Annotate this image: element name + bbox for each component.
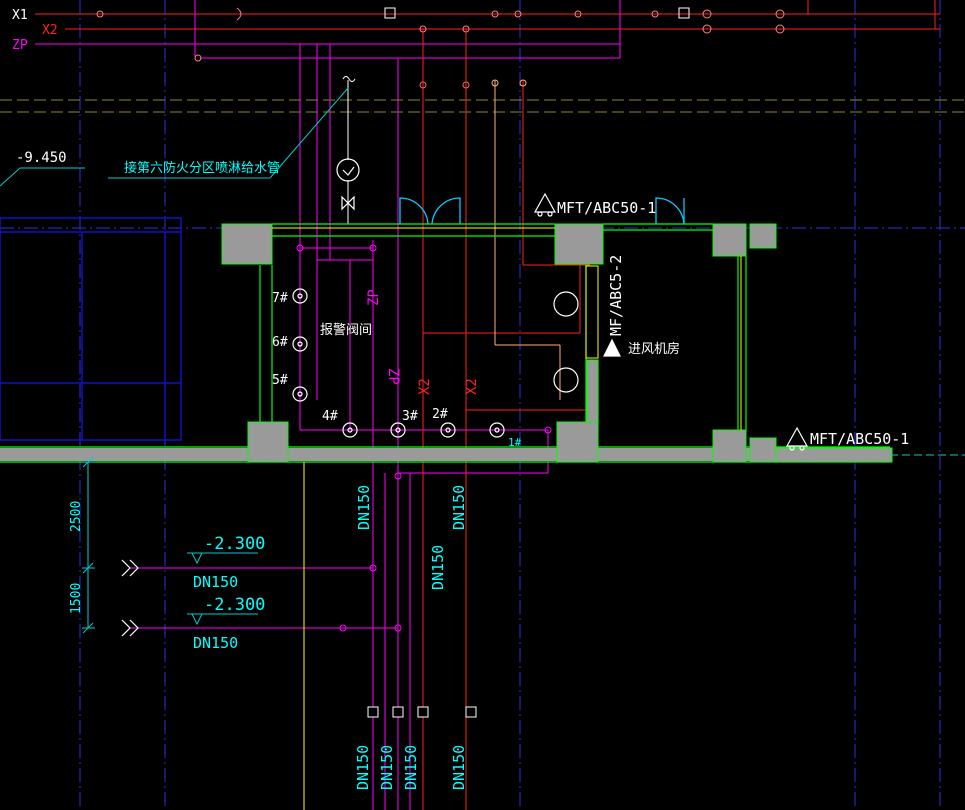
top-dashed-lines (0, 99, 965, 113)
riser-markers (367, 706, 477, 718)
extinguisher-icons (533, 192, 809, 451)
valve-label-3: 3# (402, 409, 418, 424)
top-fittings (96, 7, 785, 62)
elevation-label-1: -2.300 (204, 534, 265, 554)
dn-label-bottom-3: DN150 (402, 745, 420, 790)
valve-label-2: 2# (432, 407, 448, 422)
riser-label-zp-2: ZP (385, 368, 401, 385)
valve-label-4: 4# (322, 409, 338, 424)
elevation-top: -9.450 (16, 150, 67, 166)
line-label-x1: X1 (12, 8, 28, 23)
valve-label-1: 1# (508, 436, 522, 449)
riser-label-x2-1: X2 (417, 378, 433, 395)
dn-label-vertical-2: DN150 (450, 485, 468, 530)
extinguisher-label-3: MF/ABC5-2 (607, 255, 625, 336)
dimensions (82, 456, 258, 634)
walls (0, 223, 890, 463)
riser-label-zp-1: ZP (366, 289, 382, 306)
line-label-x2: X2 (42, 23, 58, 38)
sprinkler-pipes (130, 44, 549, 810)
orange-pipes (491, 79, 561, 400)
doors (399, 197, 685, 225)
left-room-outline (0, 217, 182, 441)
room-fan: 进风机房 (628, 341, 680, 357)
pipe-ends (121, 559, 139, 637)
wall-fill (0, 223, 893, 463)
pressure-gauge (336, 158, 360, 182)
hydrant-fittings (419, 81, 470, 89)
extinguisher-label-1: MFT/ABC50-1 (557, 199, 656, 217)
valve-label-7: 7# (272, 291, 288, 306)
hydrant-pipes (422, 29, 590, 810)
valve-label-6: 6# (272, 335, 288, 350)
fan-room-hydrants (553, 291, 579, 393)
dimension-2500: 2500 (69, 501, 84, 532)
pipe-note: 接第六防火分区喷淋给水管 (124, 160, 280, 176)
dn-label-bottom-4: DN150 (450, 745, 468, 790)
dn-label-vertical-3: DN150 (429, 545, 447, 590)
dn-label-horizontal-2: DN150 (193, 634, 238, 652)
yellow-window (272, 227, 742, 430)
dn-label-vertical-1: DN150 (355, 485, 373, 530)
note-leader (0, 87, 349, 187)
gate-valve (341, 195, 355, 211)
line-label-zp: ZP (12, 38, 28, 53)
valve-label-5: 5# (272, 373, 288, 388)
room-alarm-valve: 报警阀间 (320, 322, 372, 338)
dimension-1500: 1500 (69, 583, 84, 614)
riser-label-x2-2: X2 (464, 378, 480, 395)
alarm-valves (292, 288, 505, 438)
dn-label-bottom-1: DN150 (354, 745, 372, 790)
sprinkler-fittings (296, 244, 552, 632)
tilde-symbol (342, 76, 356, 82)
elevation-label-2: -2.300 (204, 595, 265, 615)
extinguisher-label-2: MFT/ABC50-1 (810, 430, 909, 448)
dn-label-horizontal-1: DN150 (193, 573, 238, 591)
system-lines (35, 0, 940, 59)
dn-label-bottom-2: DN150 (378, 745, 396, 790)
